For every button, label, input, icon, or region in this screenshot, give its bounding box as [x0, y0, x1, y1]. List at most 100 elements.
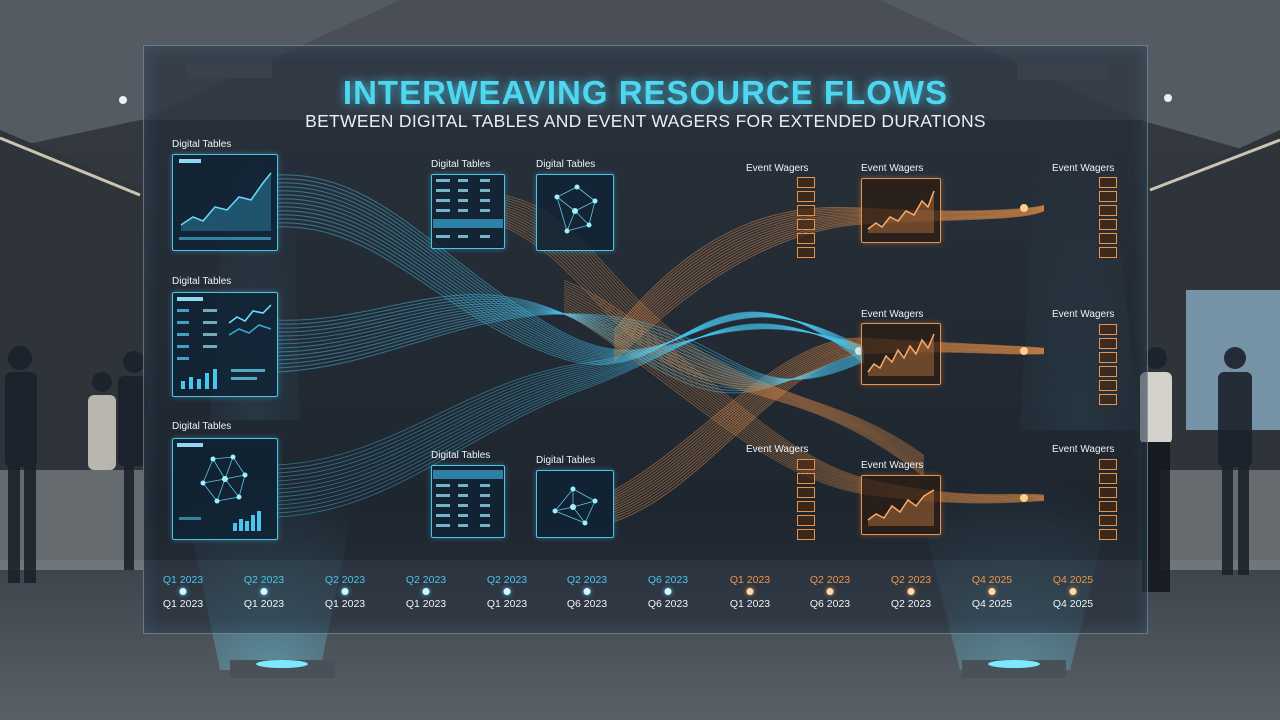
- flow-strand: [275, 198, 865, 357]
- flow-strand: [275, 178, 865, 352]
- flow-strand: [275, 210, 865, 361]
- flow-strand: [275, 190, 865, 355]
- flow-strand: [275, 309, 865, 382]
- flow-strand: [275, 313, 865, 380]
- event-wager-chart-card: [861, 475, 941, 535]
- flow-strand: [275, 202, 865, 358]
- label-digital-tables: Digital Tables: [172, 139, 232, 150]
- flow-strand: [613, 208, 1045, 355]
- flow-strand: [275, 218, 865, 363]
- flow-strand: [613, 348, 1045, 515]
- flow-strand: [275, 206, 865, 359]
- flow-strand: [563, 289, 1045, 498]
- timeline-marker: [826, 588, 834, 595]
- timeline-label-bottom: Q6 2023: [647, 598, 689, 610]
- flow-strand: [275, 326, 865, 490]
- line-chart-icon: [867, 489, 935, 526]
- flow-strand: [275, 328, 865, 470]
- flow-strand: [613, 207, 1045, 346]
- timeline-label-bottom: Q6 2023: [566, 598, 608, 610]
- label-digital-tables: Digital Tables: [431, 159, 491, 170]
- flow-strand: [613, 209, 1045, 360]
- digital-table-network-card: [172, 438, 278, 540]
- flow-strand: [275, 222, 865, 364]
- flow-strand: [613, 204, 1045, 331]
- flow-strand: [563, 296, 1045, 500]
- timeline-label-top: Q2 2023: [243, 574, 285, 586]
- timeline-label-top: Q2 2023: [566, 574, 608, 586]
- timeline-marker: [664, 588, 672, 595]
- flow-strand: [275, 324, 865, 502]
- timeline-marker: [503, 588, 511, 595]
- timeline-label-top: Q2 2023: [486, 574, 528, 586]
- flow-strand: [563, 291, 1045, 499]
- flow-strand: [613, 350, 1045, 520]
- digital-table-dashboard-card: [172, 292, 278, 397]
- flow-strand: [503, 226, 925, 477]
- hologram-panel: INTERWEAVING RESOURCE FLOWS BETWEEN DIGI…: [143, 45, 1148, 634]
- flow-strand: [275, 312, 865, 381]
- flow-strand: [563, 282, 1045, 497]
- flow-strand: [275, 304, 865, 384]
- flow-strand: [275, 302, 865, 386]
- line-chart-icon: [179, 159, 272, 240]
- flow-strand: [503, 218, 925, 472]
- flow-strand: [563, 311, 1045, 504]
- resource-flow-streams: [275, 174, 1045, 523]
- flow-strand: [563, 306, 1045, 503]
- timeline-axis: [172, 590, 1120, 592]
- timeline-marker: [583, 588, 591, 595]
- flow-strand: [275, 323, 865, 514]
- flow-strand: [613, 206, 1045, 338]
- flow-strand: [613, 340, 1045, 496]
- timeline-label-bottom: Q4 2025: [1052, 598, 1094, 610]
- flow-strand: [275, 186, 865, 354]
- timeline-label-bottom: Q1 2023: [162, 598, 204, 610]
- timeline-marker: [260, 588, 268, 595]
- timeline-marker: [422, 588, 430, 595]
- flow-strand: [275, 324, 865, 506]
- label-event-wagers: Event Wagers: [746, 163, 809, 174]
- sub-title: BETWEEN DIGITAL TABLES AND EVENT WAGERS …: [305, 111, 986, 131]
- timeline-label-top: Q2 2023: [324, 574, 366, 586]
- timeline-label-bottom: Q4 2025: [971, 598, 1013, 610]
- timeline-marker: [341, 588, 349, 595]
- flow-strand: [275, 182, 865, 353]
- flow-strand: [275, 174, 865, 351]
- flow-strand: [275, 323, 865, 518]
- label-digital-tables: Digital Tables: [172, 276, 232, 287]
- flow-strand: [275, 214, 865, 362]
- flow-strand: [275, 306, 865, 383]
- label-event-wagers: Event Wagers: [1052, 309, 1115, 320]
- flow-strand: [275, 298, 865, 389]
- flow-strand: [613, 342, 1045, 501]
- flow-convergence-point: [1020, 347, 1028, 355]
- flow-strand: [613, 351, 1045, 523]
- label-digital-tables: Digital Tables: [536, 159, 596, 170]
- flow-strand: [275, 324, 865, 510]
- timeline-label-top: Q4 2025: [971, 574, 1013, 586]
- timeline-label-bottom: Q1 2023: [243, 598, 285, 610]
- flow-convergence-point: [1020, 494, 1028, 502]
- flow-strand: [275, 326, 865, 482]
- network-graph-icon: [177, 443, 261, 531]
- label-event-wagers: Event Wagers: [861, 309, 924, 320]
- timeline-label-bottom: Q1 2023: [486, 598, 528, 610]
- flow-strand: [563, 279, 1045, 496]
- flow-strand: [613, 346, 1045, 508]
- flow-strand: [563, 299, 1045, 501]
- flow-strand: [613, 208, 1045, 350]
- timeline-label-top: Q2 2023: [890, 574, 932, 586]
- event-wager-chart-card: [861, 178, 941, 243]
- flow-strand: [275, 328, 865, 466]
- flow-strand: [613, 343, 1045, 503]
- flow-strand: [613, 210, 1045, 362]
- timeline-marker: [746, 588, 754, 595]
- line-chart-icon: [867, 333, 935, 376]
- timeline-label-top: Q2 2023: [809, 574, 851, 586]
- label-event-wagers: Event Wagers: [1052, 163, 1115, 174]
- flow-strand: [275, 326, 865, 486]
- label-digital-tables: Digital Tables: [172, 421, 232, 432]
- table-grid-icon: [433, 470, 503, 527]
